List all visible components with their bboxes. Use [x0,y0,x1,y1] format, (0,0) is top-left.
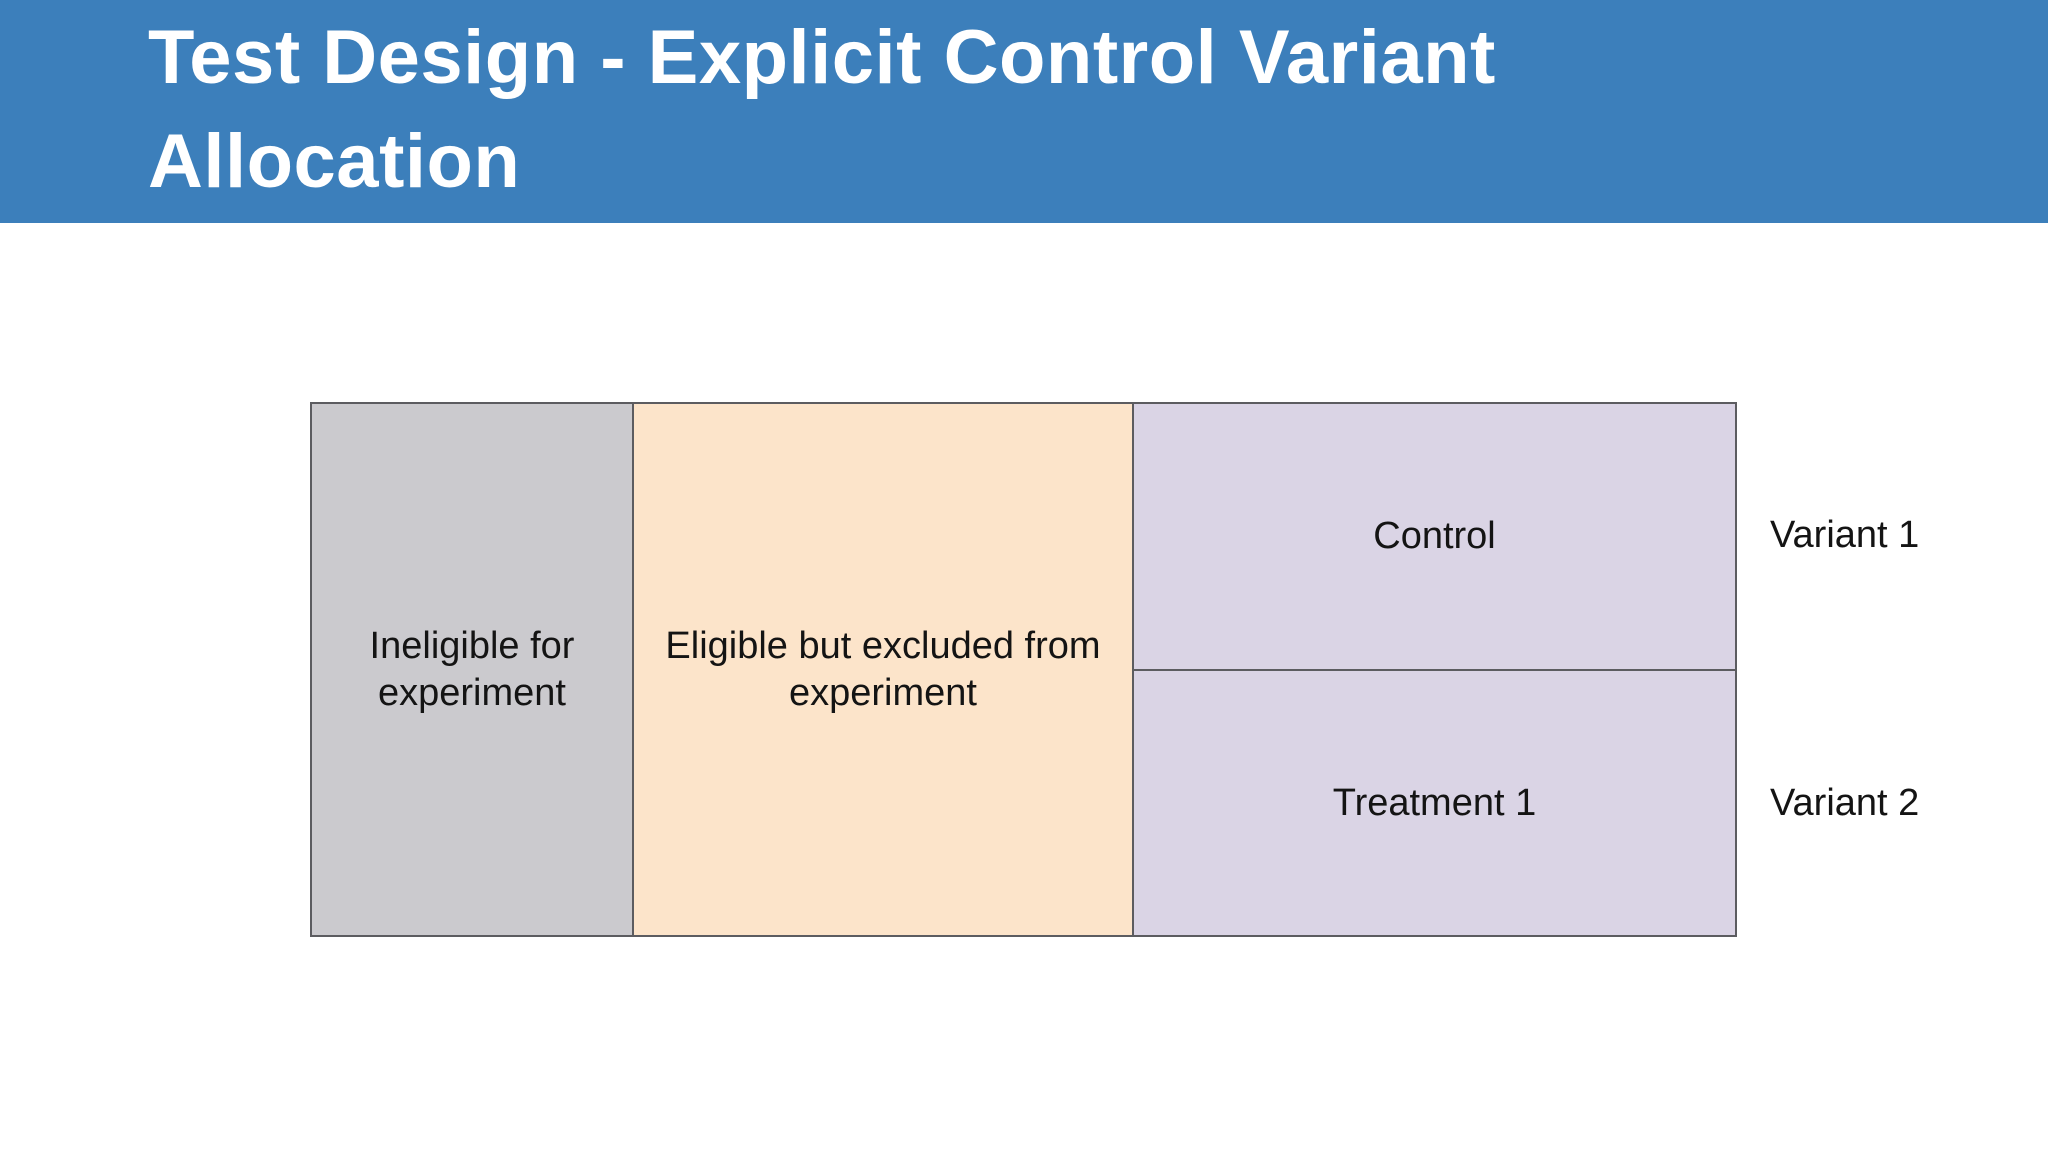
cell-control: Control [1132,402,1737,671]
slide-title-line-2: Allocation [148,119,521,204]
cell-ineligible-label: Ineligible for experiment [369,625,575,714]
slide-title: Test Design - Explicit Control Variant A… [148,6,1496,214]
cell-ineligible: Ineligible for experiment [310,402,634,937]
cell-eligible-excluded-label: Eligible but excluded from experiment [665,625,1101,714]
slide-title-line-1: Test Design - Explicit Control Variant [148,15,1496,100]
variant-2-label: Variant 2 [1770,781,1920,824]
variant-1-label: Variant 1 [1770,514,1920,557]
variant-column: Control Treatment 1 [1132,402,1737,937]
cell-treatment: Treatment 1 [1132,668,1737,937]
allocation-diagram: Ineligible for experiment Eligible but e… [310,402,1737,937]
cell-control-label: Control [1373,515,1496,558]
slide-header: Test Design - Explicit Control Variant A… [0,0,2048,223]
cell-treatment-label: Treatment 1 [1332,781,1537,824]
cell-eligible-excluded: Eligible but excluded from experiment [632,402,1134,937]
variant-labels: Variant 1 Variant 2 [1770,402,1919,937]
